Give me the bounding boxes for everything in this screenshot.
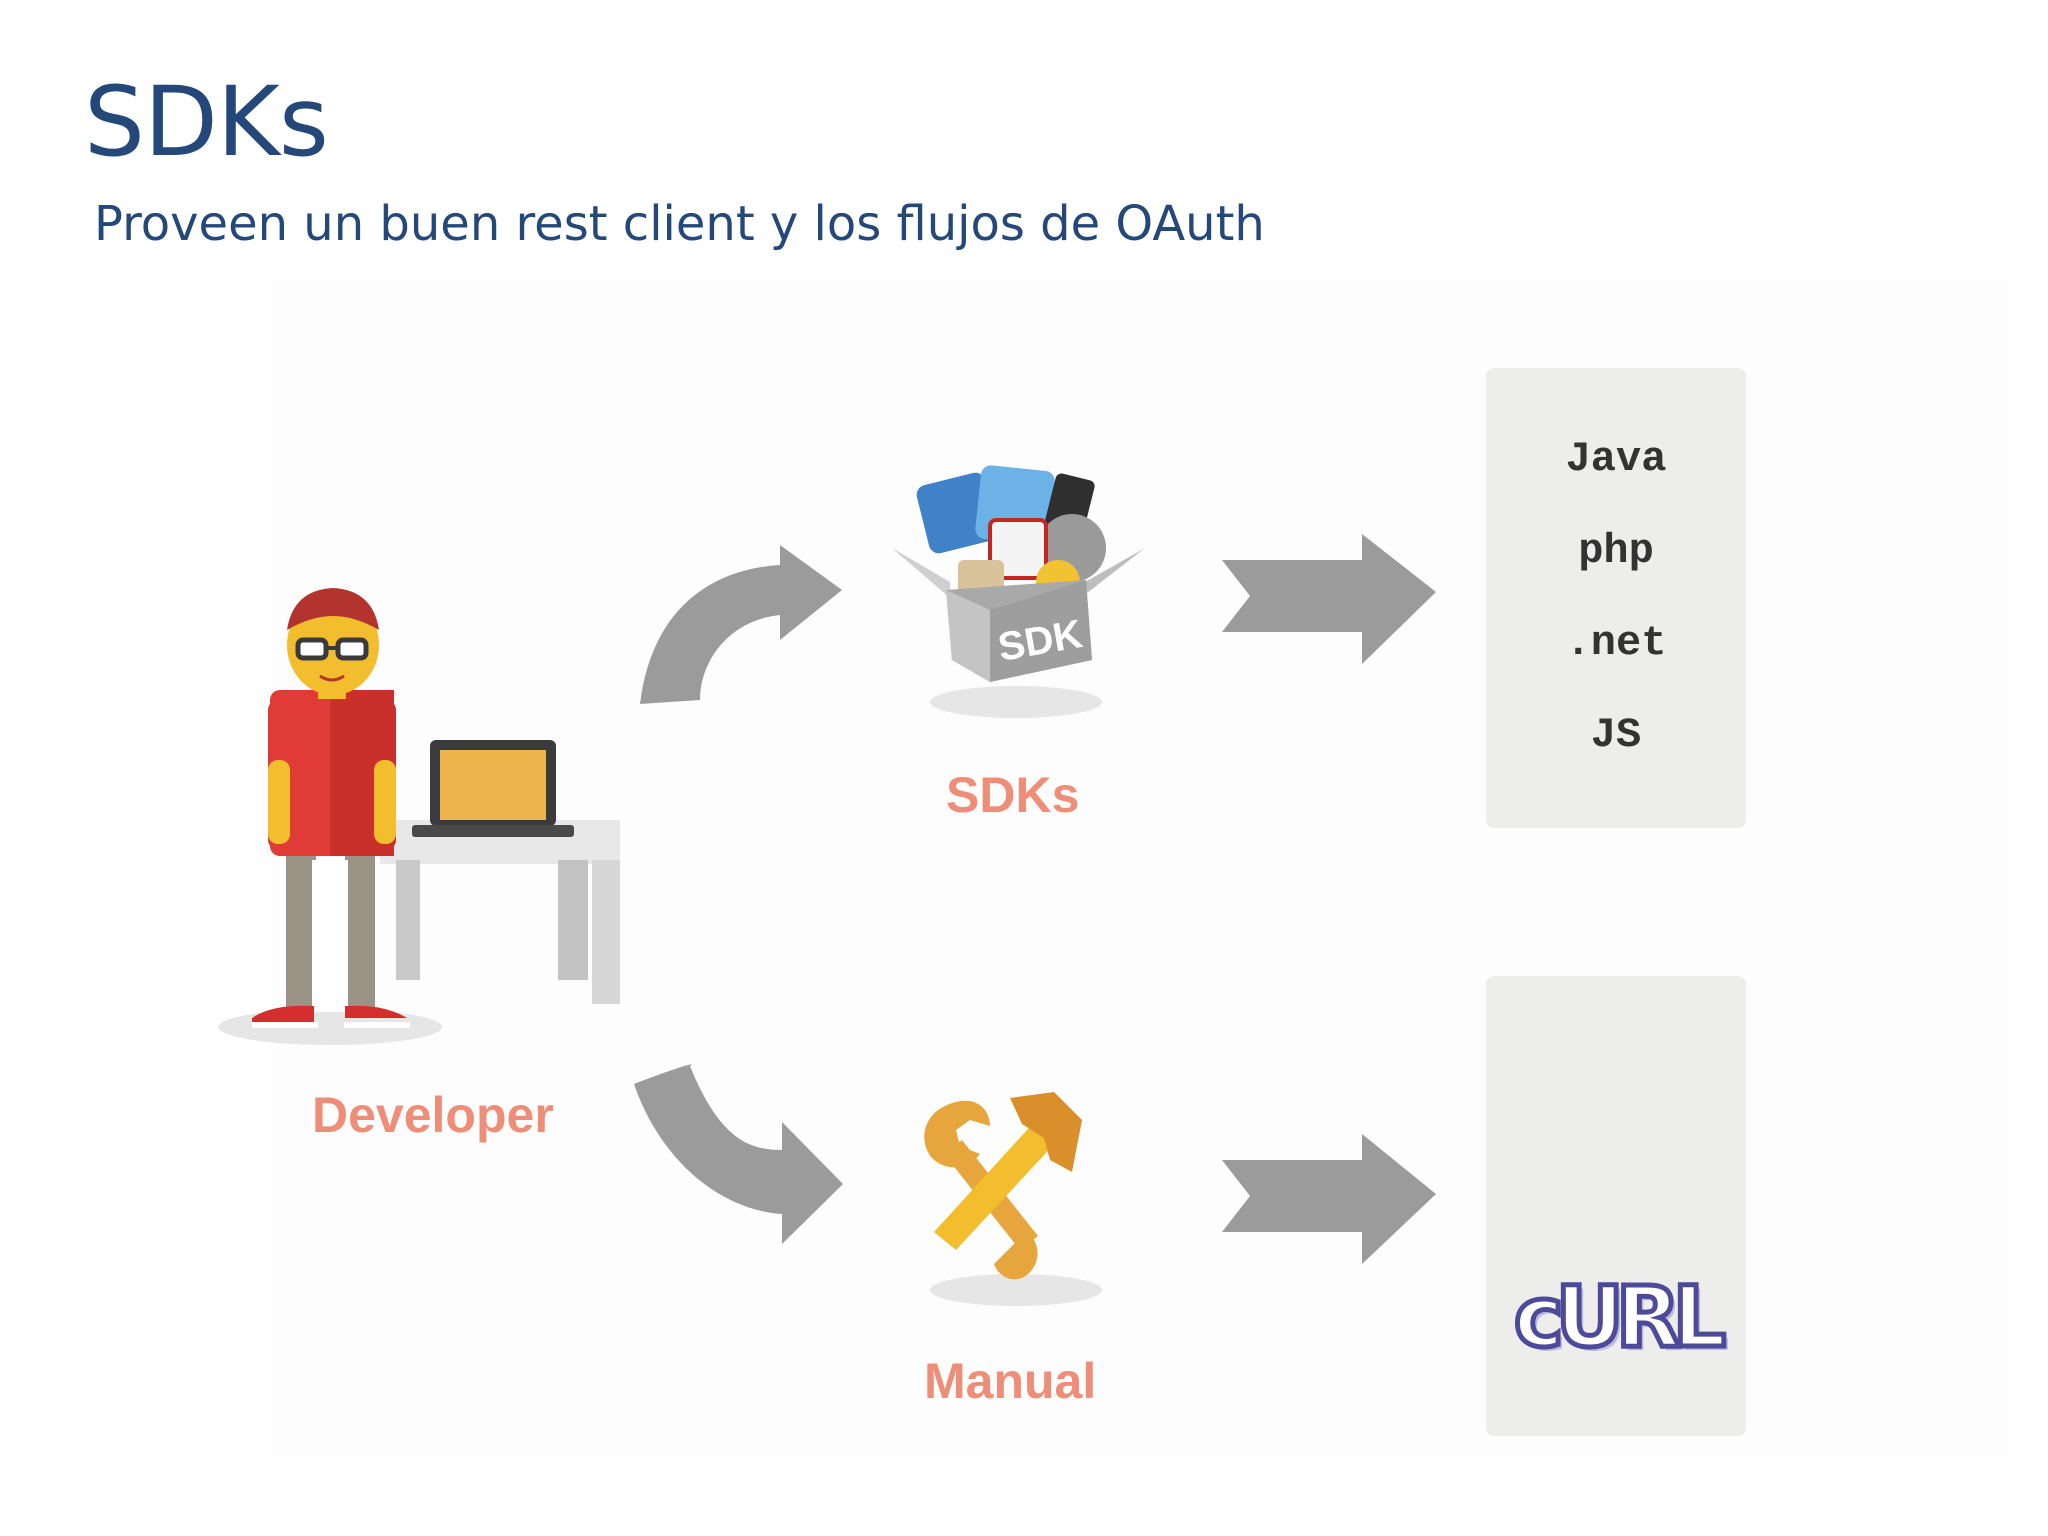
- straight-arrow-bottom-icon: [1222, 1134, 1436, 1264]
- straight-arrow-top-icon: [1222, 534, 1436, 664]
- sdk-box-icon: SDK: [892, 465, 1145, 718]
- language-item: php: [1578, 527, 1654, 575]
- curved-arrow-down-icon: [634, 1064, 843, 1244]
- slide-title: SDKs: [84, 66, 329, 178]
- manual-label: Manual: [924, 1353, 1097, 1409]
- developer-label: Developer: [312, 1087, 554, 1143]
- sdks-label: SDKs: [946, 767, 1080, 823]
- curl-logo: cURL: [1511, 1266, 1728, 1369]
- slide-subtitle: Proveen un buen rest client y los flujos…: [94, 196, 1265, 252]
- language-item: .net: [1565, 619, 1667, 667]
- curved-arrow-up-icon: [640, 545, 842, 704]
- tools-box: cURL: [1486, 976, 1746, 1436]
- language-item: Java: [1565, 435, 1667, 483]
- languages-list: Java php .net JS: [1486, 428, 1746, 796]
- tools-icon: [924, 1092, 1102, 1306]
- developer-illustration: [218, 588, 620, 1045]
- languages-box: Java php .net JS: [1486, 368, 1746, 828]
- language-item: JS: [1590, 711, 1642, 759]
